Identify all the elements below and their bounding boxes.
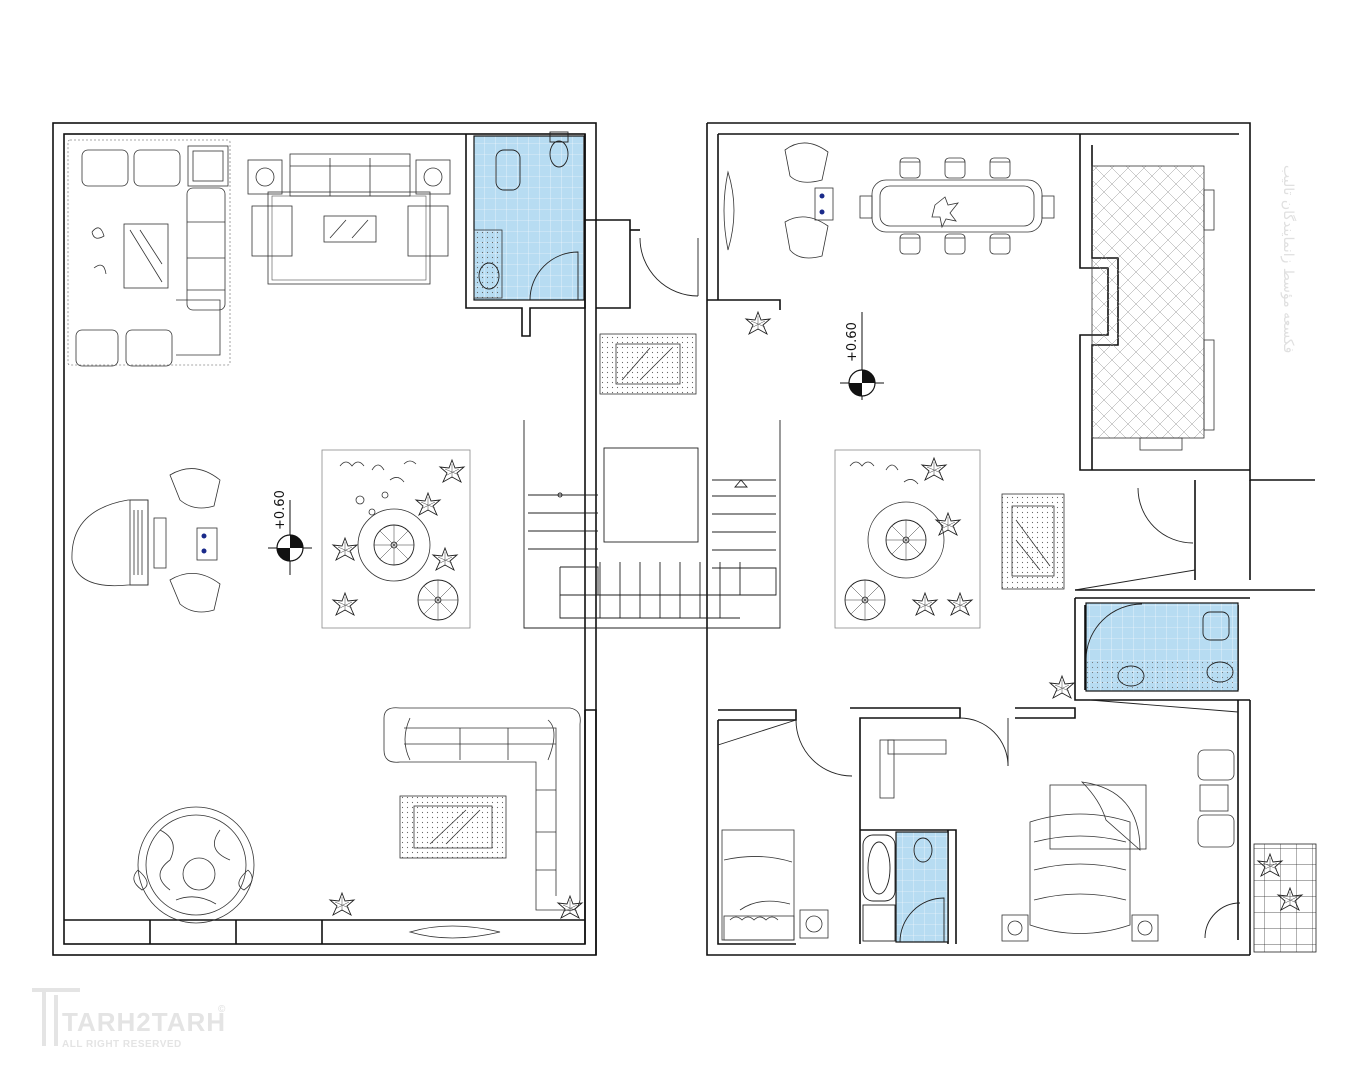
elevation-label-right: +0.60 bbox=[845, 322, 860, 362]
piano-icon bbox=[71, 499, 149, 587]
bedroom-small bbox=[721, 829, 829, 941]
toilet-icon bbox=[1202, 611, 1230, 641]
sofa-icon bbox=[186, 187, 226, 311]
toilet-icon bbox=[913, 837, 933, 863]
tree-icon bbox=[417, 579, 459, 621]
exterior-walls bbox=[52, 122, 1315, 956]
vertical-caption: فكسعه مؤسط زانمایندگان تالیب bbox=[1280, 165, 1297, 353]
sofa-set-top-center bbox=[247, 153, 451, 285]
bathtub-icon bbox=[862, 834, 896, 902]
stairs bbox=[523, 420, 781, 629]
toilet-icon bbox=[495, 149, 521, 191]
window-seat bbox=[408, 925, 501, 939]
courtyard-left bbox=[321, 449, 471, 629]
balcony bbox=[1253, 843, 1317, 953]
door-swings bbox=[639, 237, 1241, 939]
stairs-icon bbox=[734, 479, 748, 488]
logo-tagline: ALL RIGHT RESERVED bbox=[62, 1039, 182, 1050]
rug-icon bbox=[599, 333, 697, 395]
sofa-set-top-left bbox=[67, 139, 231, 367]
round-sofa bbox=[133, 806, 255, 924]
sofa-set-bottom bbox=[383, 707, 581, 911]
bathroom-top bbox=[473, 131, 585, 301]
interior-walls bbox=[64, 134, 1251, 955]
kitchen bbox=[1091, 165, 1215, 451]
piano-area bbox=[71, 468, 221, 613]
door-swing-icon bbox=[529, 251, 579, 301]
sink-icon bbox=[1117, 665, 1145, 687]
bathroom-bottom bbox=[862, 831, 949, 943]
sofa-icon bbox=[289, 153, 411, 197]
dining-table-icon bbox=[871, 179, 1043, 233]
elevation-label-left: +0.60 bbox=[273, 490, 288, 530]
bed-icon bbox=[1029, 813, 1131, 934]
dining-area bbox=[723, 142, 1055, 259]
toilet-icon bbox=[549, 140, 569, 168]
rugs bbox=[399, 333, 1065, 859]
sink-icon bbox=[478, 262, 500, 290]
logo-text: TARH2TARH bbox=[62, 1007, 226, 1037]
bedroom-master bbox=[879, 739, 1235, 942]
elevation-marker-right: +0.60 bbox=[840, 312, 884, 400]
courtyard-right bbox=[834, 449, 981, 629]
plant-icon bbox=[745, 311, 771, 335]
logo-registered: © bbox=[218, 1004, 226, 1015]
elevation-marker-left: +0.60 bbox=[268, 490, 312, 575]
tree-icon bbox=[373, 524, 415, 566]
bathroom-right bbox=[1085, 602, 1239, 692]
sofa-icon bbox=[383, 707, 581, 911]
bed-icon bbox=[721, 829, 795, 941]
watermark-logo: TARH2TARH © ALL RIGHT RESERVED bbox=[32, 988, 226, 1050]
